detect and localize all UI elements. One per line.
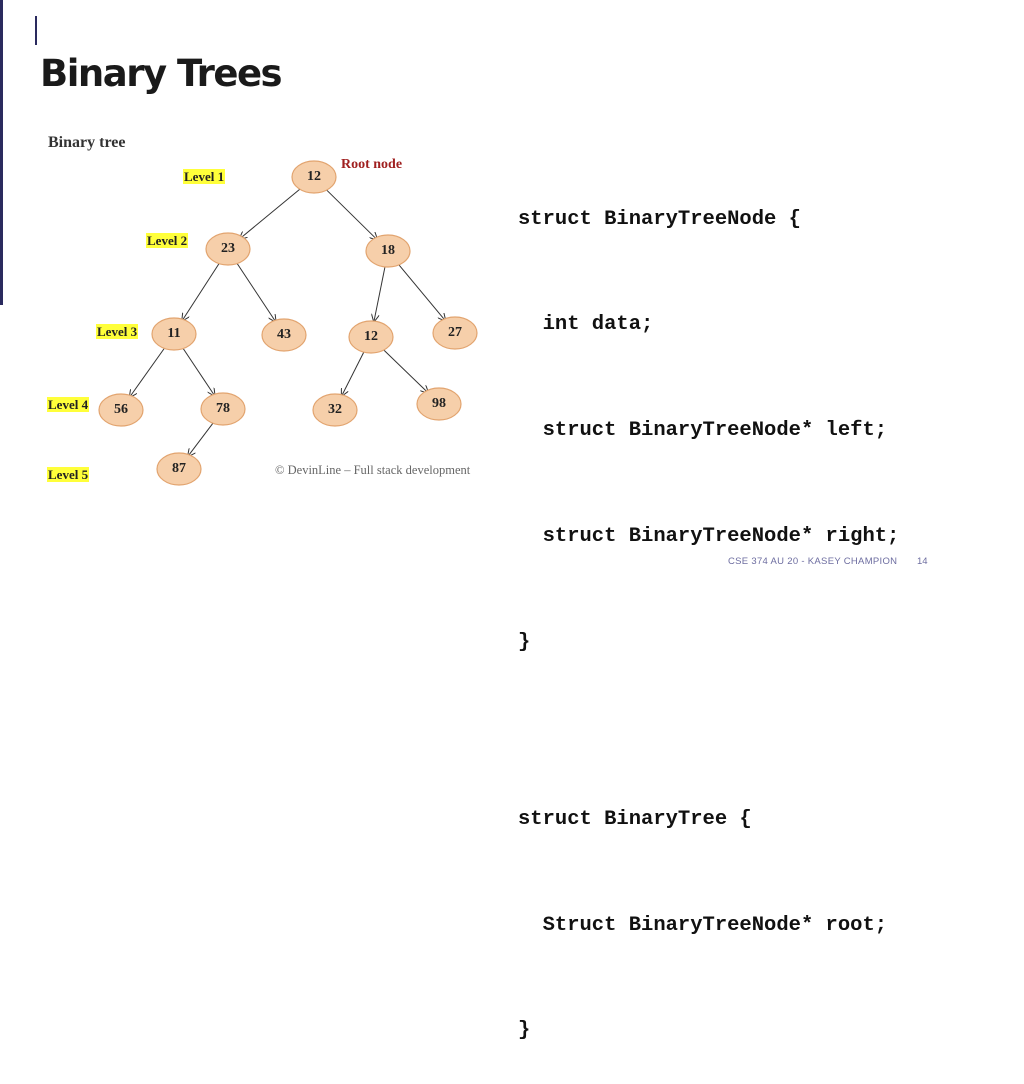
- code-block: struct BinaryTreeNode { int data; struct…: [518, 131, 899, 1084]
- tree-node-shape: [291, 160, 337, 194]
- root-node-label: Root node: [341, 157, 403, 172]
- tree-node-value: 23: [221, 241, 235, 256]
- tree-edge: [130, 346, 166, 397]
- figure-copyright: © DevinLine – Full stack development: [275, 463, 471, 477]
- level-4-label: Level 4: [47, 397, 90, 412]
- tree-edges: [130, 186, 446, 456]
- code-line: struct BinaryTree {: [518, 807, 752, 831]
- code-line: }: [518, 631, 531, 655]
- level-2-label: Level 2: [146, 233, 189, 248]
- code-line: struct BinaryTreeNode {: [518, 207, 801, 231]
- tree-nodes: [98, 160, 478, 486]
- accent-bar: [0, 0, 3, 305]
- tree-node-shape: [432, 316, 478, 350]
- tree-edge: [182, 262, 221, 321]
- tree-node-value: 11: [167, 326, 181, 341]
- slide-footer: CSE 374 AU 20 - KASEY CHAMPION: [728, 556, 898, 567]
- tree-edge: [342, 351, 365, 395]
- tree-edge: [324, 187, 377, 239]
- tree-edge: [182, 347, 214, 395]
- tree-node-value: 56: [114, 402, 128, 417]
- tree-node-value: 27: [448, 325, 462, 340]
- tree-node-shape: [261, 318, 307, 352]
- page-number: 14: [917, 556, 928, 567]
- accent-tick: [35, 16, 37, 45]
- figure-title: Binary tree: [48, 134, 126, 151]
- tree-node-shape: [98, 393, 144, 427]
- code-line: struct BinaryTreeNode* right;: [518, 525, 900, 549]
- code-line: Struct BinaryTreeNode* root;: [518, 913, 888, 937]
- tree-diagram: [98, 160, 478, 486]
- tree-node-shape: [348, 320, 394, 354]
- tree-node-value: 32: [328, 402, 342, 417]
- level-1-label: Level 1: [183, 169, 226, 184]
- tree-edge: [381, 347, 428, 393]
- tree-node-value: 87: [172, 461, 186, 476]
- tree-node-value: 12: [307, 169, 321, 184]
- code-line: struct BinaryTreeNode* left;: [518, 419, 888, 443]
- tree-edge: [397, 263, 446, 320]
- tree-node-value: 78: [216, 401, 230, 416]
- tree-edge: [240, 186, 303, 238]
- tree-node-value: 98: [432, 396, 446, 411]
- tree-edge: [188, 421, 215, 456]
- tree-node-shape: [200, 392, 246, 426]
- tree-node-value: 18: [381, 243, 395, 258]
- code-line: }: [518, 1019, 531, 1043]
- tree-node-shape: [156, 452, 202, 486]
- tree-edge: [235, 262, 275, 321]
- code-line: int data;: [518, 313, 654, 337]
- tree-edge: [374, 266, 386, 322]
- level-5-label: Level 5: [47, 467, 90, 482]
- slide-title: Binary Trees: [40, 52, 283, 95]
- tree-node-shape: [151, 317, 197, 351]
- binary-tree-figure: Binary tree Root node Level 1 Level 2 Le…: [40, 125, 510, 495]
- level-3-label: Level 3: [96, 324, 139, 339]
- tree-node-shape: [312, 393, 358, 427]
- tree-node-value: 43: [277, 327, 291, 342]
- tree-node-shape: [416, 387, 462, 421]
- tree-node-shape: [365, 234, 411, 268]
- tree-node-shape: [205, 232, 251, 266]
- tree-node-value: 12: [364, 329, 378, 344]
